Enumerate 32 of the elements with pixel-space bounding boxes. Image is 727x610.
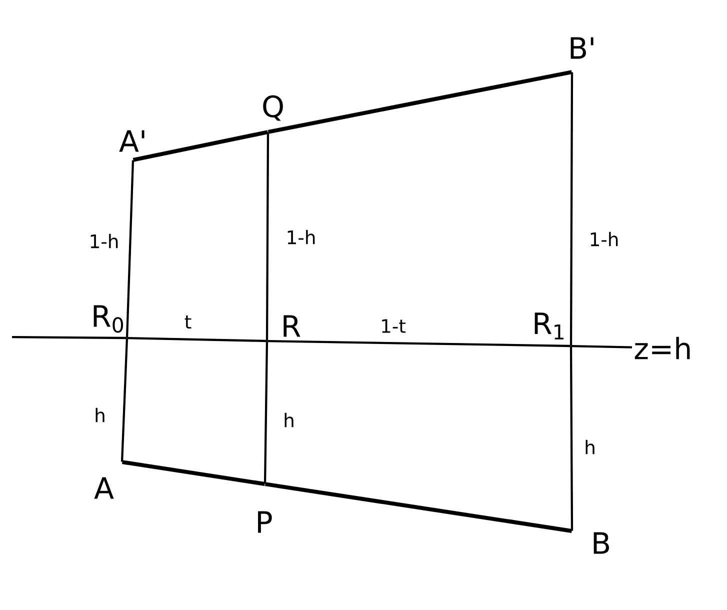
line	[132, 130, 268, 162]
point-label: P	[258, 511, 272, 533]
point-label: A	[94, 477, 114, 499]
line	[264, 341, 268, 484]
edge-label: 1-h	[587, 230, 621, 248]
axis-label: z=h	[634, 336, 690, 360]
point-label: R	[284, 315, 300, 337]
line	[120, 338, 128, 462]
point-label: R$_{0}$	[94, 305, 124, 333]
line	[571, 344, 632, 348]
line	[267, 340, 571, 348]
edge-label: h	[582, 438, 598, 456]
point-label: A'	[119, 130, 144, 152]
edge-label: 1-h	[284, 228, 318, 246]
line	[12, 336, 127, 340]
edge-label: 1-t	[378, 318, 408, 334]
point-label: Q	[263, 95, 283, 121]
edge-label: h	[282, 412, 296, 428]
line	[570, 72, 574, 346]
line	[570, 346, 574, 531]
line	[266, 132, 270, 341]
point-label: B	[594, 532, 609, 554]
line	[127, 336, 267, 342]
line	[268, 70, 572, 134]
point-label: R$_{1}$	[534, 312, 564, 340]
point-label: B'	[570, 37, 594, 59]
edge-label: t	[183, 314, 193, 330]
line	[126, 160, 134, 338]
line	[122, 460, 266, 486]
edge-label: h	[92, 406, 108, 424]
line	[264, 482, 572, 533]
edge-label: 1-h	[87, 232, 121, 250]
